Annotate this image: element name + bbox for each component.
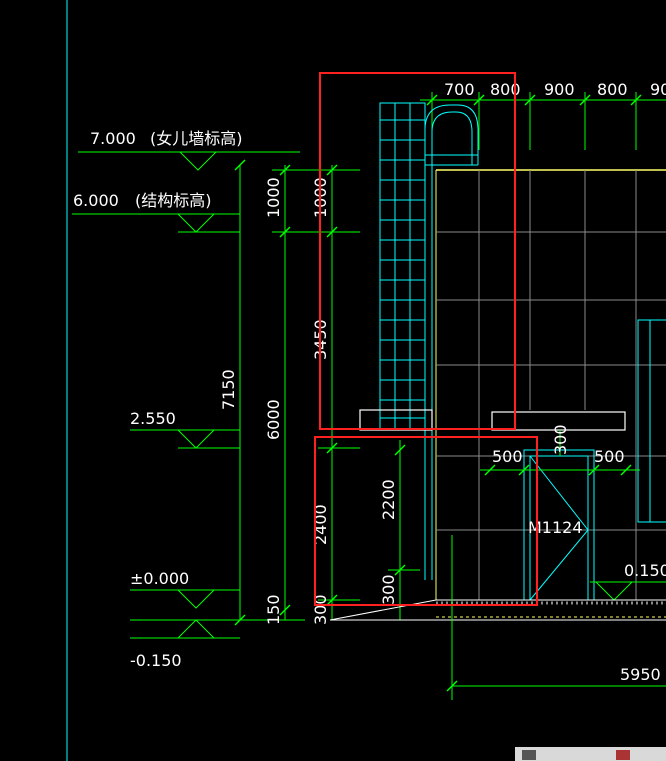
door-head: 300	[551, 424, 570, 455]
dim-door-height: 2200	[379, 479, 398, 520]
bottom-dimension	[446, 535, 666, 700]
status-icon[interactable]	[522, 750, 536, 760]
top-dim-partial: 90	[650, 80, 666, 99]
dim-base-right: 300	[311, 594, 330, 625]
highlight-box-lower	[314, 436, 538, 606]
door-label: M1124	[528, 518, 583, 537]
canopy-right	[491, 411, 626, 431]
elevation-ground-value: ±0.000	[130, 569, 189, 588]
top-dim-800-a: 800	[490, 80, 521, 99]
window-right	[637, 319, 666, 523]
elevation-parapet-note: (女儿墙标高)	[150, 129, 243, 148]
canopy-left	[359, 409, 433, 431]
elevation-marker-parapet	[78, 151, 300, 171]
elevation-step-value: 0.150	[624, 561, 666, 580]
elevation-mid-value: 2.550	[130, 409, 176, 428]
elevation-marker-structure	[72, 213, 240, 233]
dim-floor: 6000	[264, 399, 283, 440]
elevation-parapet-value: 7.000	[90, 129, 136, 148]
bottom-dim-value: 5950	[620, 665, 661, 684]
dim-lower: 2400	[311, 504, 330, 545]
door-side-right: 500	[594, 447, 625, 466]
elevation-structure-note: (结构标高)	[135, 191, 212, 210]
ground-line	[329, 599, 666, 621]
top-dim-900: 900	[544, 80, 575, 99]
top-dim-800-b: 800	[597, 80, 628, 99]
elevation-structure-value: 6.000	[73, 191, 119, 210]
top-dim-700: 700	[444, 80, 475, 99]
elevation-outside-value: -0.150	[130, 651, 182, 670]
top-dimension-chain	[420, 92, 666, 150]
status-icon-red[interactable]	[616, 750, 630, 760]
door-dimension-lines	[480, 430, 640, 476]
elevation-marker-ground	[130, 589, 305, 639]
dim-base-left: 150	[264, 594, 283, 625]
elevation-marker-step	[590, 581, 666, 601]
elevation-marker-mid	[130, 429, 240, 449]
highlight-box-upper	[319, 72, 516, 430]
vertical-dimension-lines	[234, 159, 420, 626]
dim-total: 7150	[219, 369, 238, 410]
door-side-left: 500	[492, 447, 523, 466]
status-bar-fragment[interactable]	[515, 747, 666, 761]
dim-parapet: 1000	[264, 177, 283, 218]
dim-sill: 300	[379, 574, 398, 605]
